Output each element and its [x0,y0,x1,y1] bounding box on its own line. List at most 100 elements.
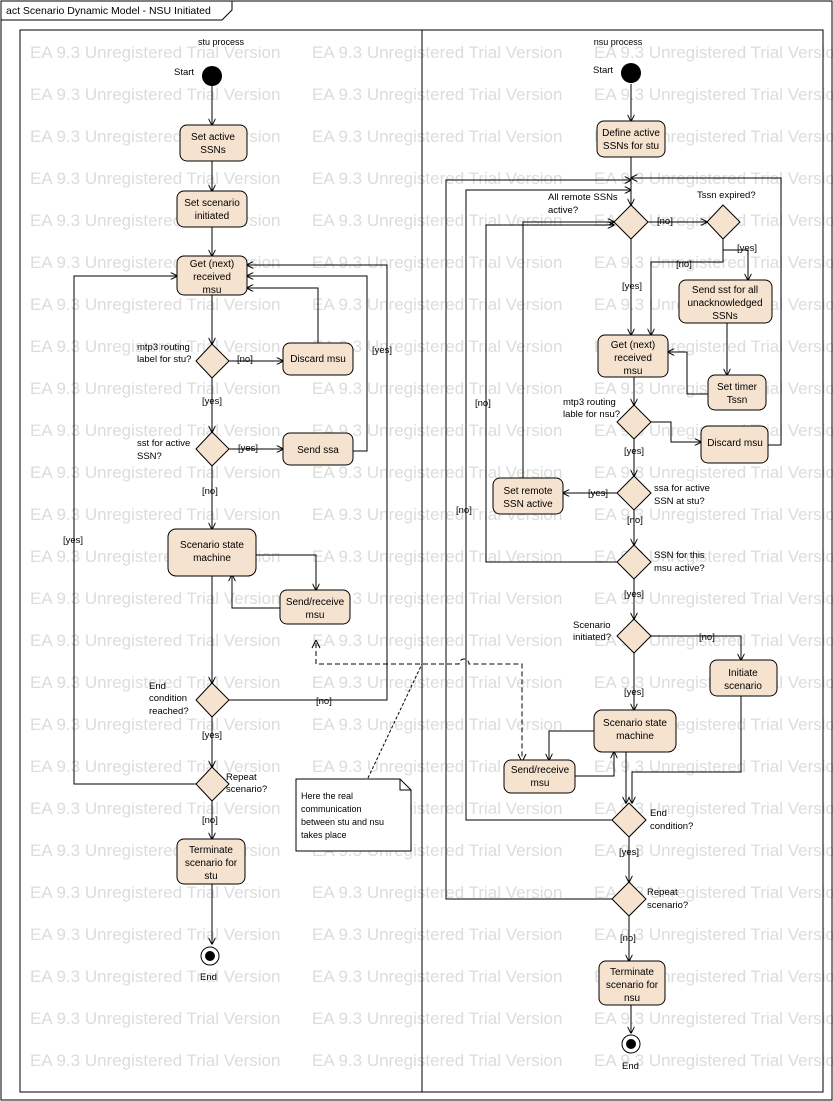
nsu-guard: [no] [620,933,636,944]
watermark-text: EA 9.3 Unregistered Trial Version [30,883,280,902]
watermark-text: EA 9.3 Unregistered Trial Version [30,799,280,818]
watermark-text: EA 9.3 Unregistered Trial Version [594,1009,833,1028]
svg-text:Here the real: Here the real [301,791,353,801]
diagram-title: act Scenario Dynamic Model - NSU Initiat… [6,5,211,17]
nsu-guard: [no] [699,632,715,643]
watermark-text: EA 9.3 Unregistered Trial Version [312,85,562,104]
watermark-text: EA 9.3 Unregistered Trial Version [594,505,833,524]
svg-text:SSN active: SSN active [503,499,553,510]
stu-set-active-ssns: Set active SSNs [179,124,248,162]
nsu-define-active-ssns: Define active SSNs for stu [596,120,666,158]
watermark-text: EA 9.3 Unregistered Trial Version [312,715,562,734]
watermark-text: EA 9.3 Unregistered Trial Version [312,925,562,944]
nsu-q-ssa-line1: ssa for active [654,483,710,494]
svg-text:msu: msu [306,610,325,621]
svg-text:Scenario state: Scenario state [180,540,244,551]
nsu-send-sst: Send sst for all unacknowledged SSNs [678,279,773,324]
nsu-q-mtp3-line2: lable for nsu? [563,409,620,420]
watermark-text: EA 9.3 Unregistered Trial Version [594,463,833,482]
svg-text:Tssn: Tssn [727,395,748,406]
stu-get-next-msu: Get (next) received msu [176,255,248,296]
communication-note: Here the real communication between stu … [295,778,412,852]
svg-text:stu: stu [204,871,217,882]
nsu-guard: [no] [475,398,491,409]
svg-text:nsu: nsu [624,993,640,1004]
watermark-text: EA 9.3 Unregistered Trial Version [312,43,562,62]
stu-decision-repeat [195,766,230,802]
nsu-get-next-msu: Get (next) received msu [597,334,669,378]
stu-guard: [no] [316,696,332,707]
nsu-decision-repeat [611,881,647,917]
watermark-text: EA 9.3 Unregistered Trial Version [594,43,833,62]
svg-text:takes place: takes place [301,830,347,840]
stu-q-sst-line1: sst for active [137,438,190,449]
stu-decision-mtp3 [195,343,230,379]
nsu-set-timer-tssn: Set timer Tssn [707,374,767,411]
watermark-text: EA 9.3 Unregistered Trial Version [30,421,280,440]
watermark-text: EA 9.3 Unregistered Trial Version [312,421,562,440]
watermark-text: EA 9.3 Unregistered Trial Version [312,379,562,398]
watermark-text: EA 9.3 Unregistered Trial Version [312,1009,562,1028]
watermark-text: EA 9.3 Unregistered Trial Version [312,673,562,692]
watermark-text: EA 9.3 Unregistered Trial Version [594,799,833,818]
svg-text:SSNs: SSNs [200,145,226,156]
nsu-decision-ssn [616,544,652,580]
stu-decision-sst [195,431,230,467]
watermark-text: EA 9.3 Unregistered Trial Version [312,547,562,566]
watermark-text: EA 9.3 Unregistered Trial Version [312,253,562,272]
nsu-q-all-remote-line1: All remote SSNs [548,192,618,203]
stu-guard: [yes] [372,345,392,356]
svg-text:Send/receive: Send/receive [286,597,345,608]
stu-set-scenario-initiated: Set scenario initiated [176,190,248,228]
nsu-start-label: Start [593,65,613,76]
svg-text:Set timer: Set timer [717,382,758,393]
svg-text:msu: msu [203,285,222,296]
watermark-text: EA 9.3 Unregistered Trial Version [594,883,833,902]
nsu-set-remote-ssn-active: Set remote SSN active [492,477,564,515]
svg-text:machine: machine [616,731,654,742]
nsu-guard: [no] [657,216,673,227]
svg-text:Set active: Set active [191,132,235,143]
nsu-start-node [621,63,641,83]
dashed-communication-link [315,643,523,758]
nsu-terminate-scenario: Terminate scenario for nsu [598,960,666,1006]
stu-start-label: Start [174,67,194,78]
svg-text:SSNs for stu: SSNs for stu [603,141,659,152]
watermark-text: EA 9.3 Unregistered Trial Version [30,85,280,104]
nsu-q-ssn-line1: SSN for this [654,550,705,561]
svg-text:scenario for: scenario for [606,980,659,991]
svg-text:scenario for: scenario for [185,858,238,869]
nsu-guard: [yes] [624,446,644,457]
watermark-text: EA 9.3 Unregistered Trial Version [594,841,833,860]
nsu-guard: [yes] [624,687,644,698]
nsu-q-initiated-line2: initiated? [573,632,611,643]
svg-text:Initiate: Initiate [728,668,758,679]
watermark-text: EA 9.3 Unregistered Trial Version [312,211,562,230]
watermark-text: EA 9.3 Unregistered Trial Version [312,631,562,650]
watermark-text: EA 9.3 Unregistered Trial Version [30,1051,280,1070]
svg-text:communication: communication [301,804,362,814]
lane-stu-title: stu process [198,37,245,47]
svg-text:machine: machine [193,553,231,564]
watermark-text: EA 9.3 Unregistered Trial Version [30,631,280,650]
stu-discard-msu: Discard msu [282,342,354,376]
stu-scenario-state-machine: Scenario state machine [167,528,257,577]
stu-q-sst-line2: SSN? [137,451,162,462]
nsu-initiate-scenario: Initiate scenario [709,659,778,697]
svg-text:Get (next): Get (next) [190,259,234,270]
watermark-text: EA 9.3 Unregistered Trial Version [312,967,562,986]
nsu-q-end-line1: End [650,808,667,819]
svg-text:Terminate: Terminate [189,845,233,856]
nsu-send-receive-msu: Send/receive msu [503,759,576,794]
watermark-text: EA 9.3 Unregistered Trial Version [312,127,562,146]
nsu-q-mtp3-line1: mtp3 routing [563,397,616,408]
note-anchor-line [367,663,423,779]
stu-q-mtp3-line2: label for stu? [137,354,191,365]
nsu-decision-end [611,802,647,838]
watermark-text: EA 9.3 Unregistered Trial Version [312,337,562,356]
stu-guard: [no] [237,354,253,365]
svg-text:Set remote: Set remote [504,486,553,497]
watermark-text: EA 9.3 Unregistered Trial Version [312,463,562,482]
nsu-decision-mtp3 [616,404,652,440]
